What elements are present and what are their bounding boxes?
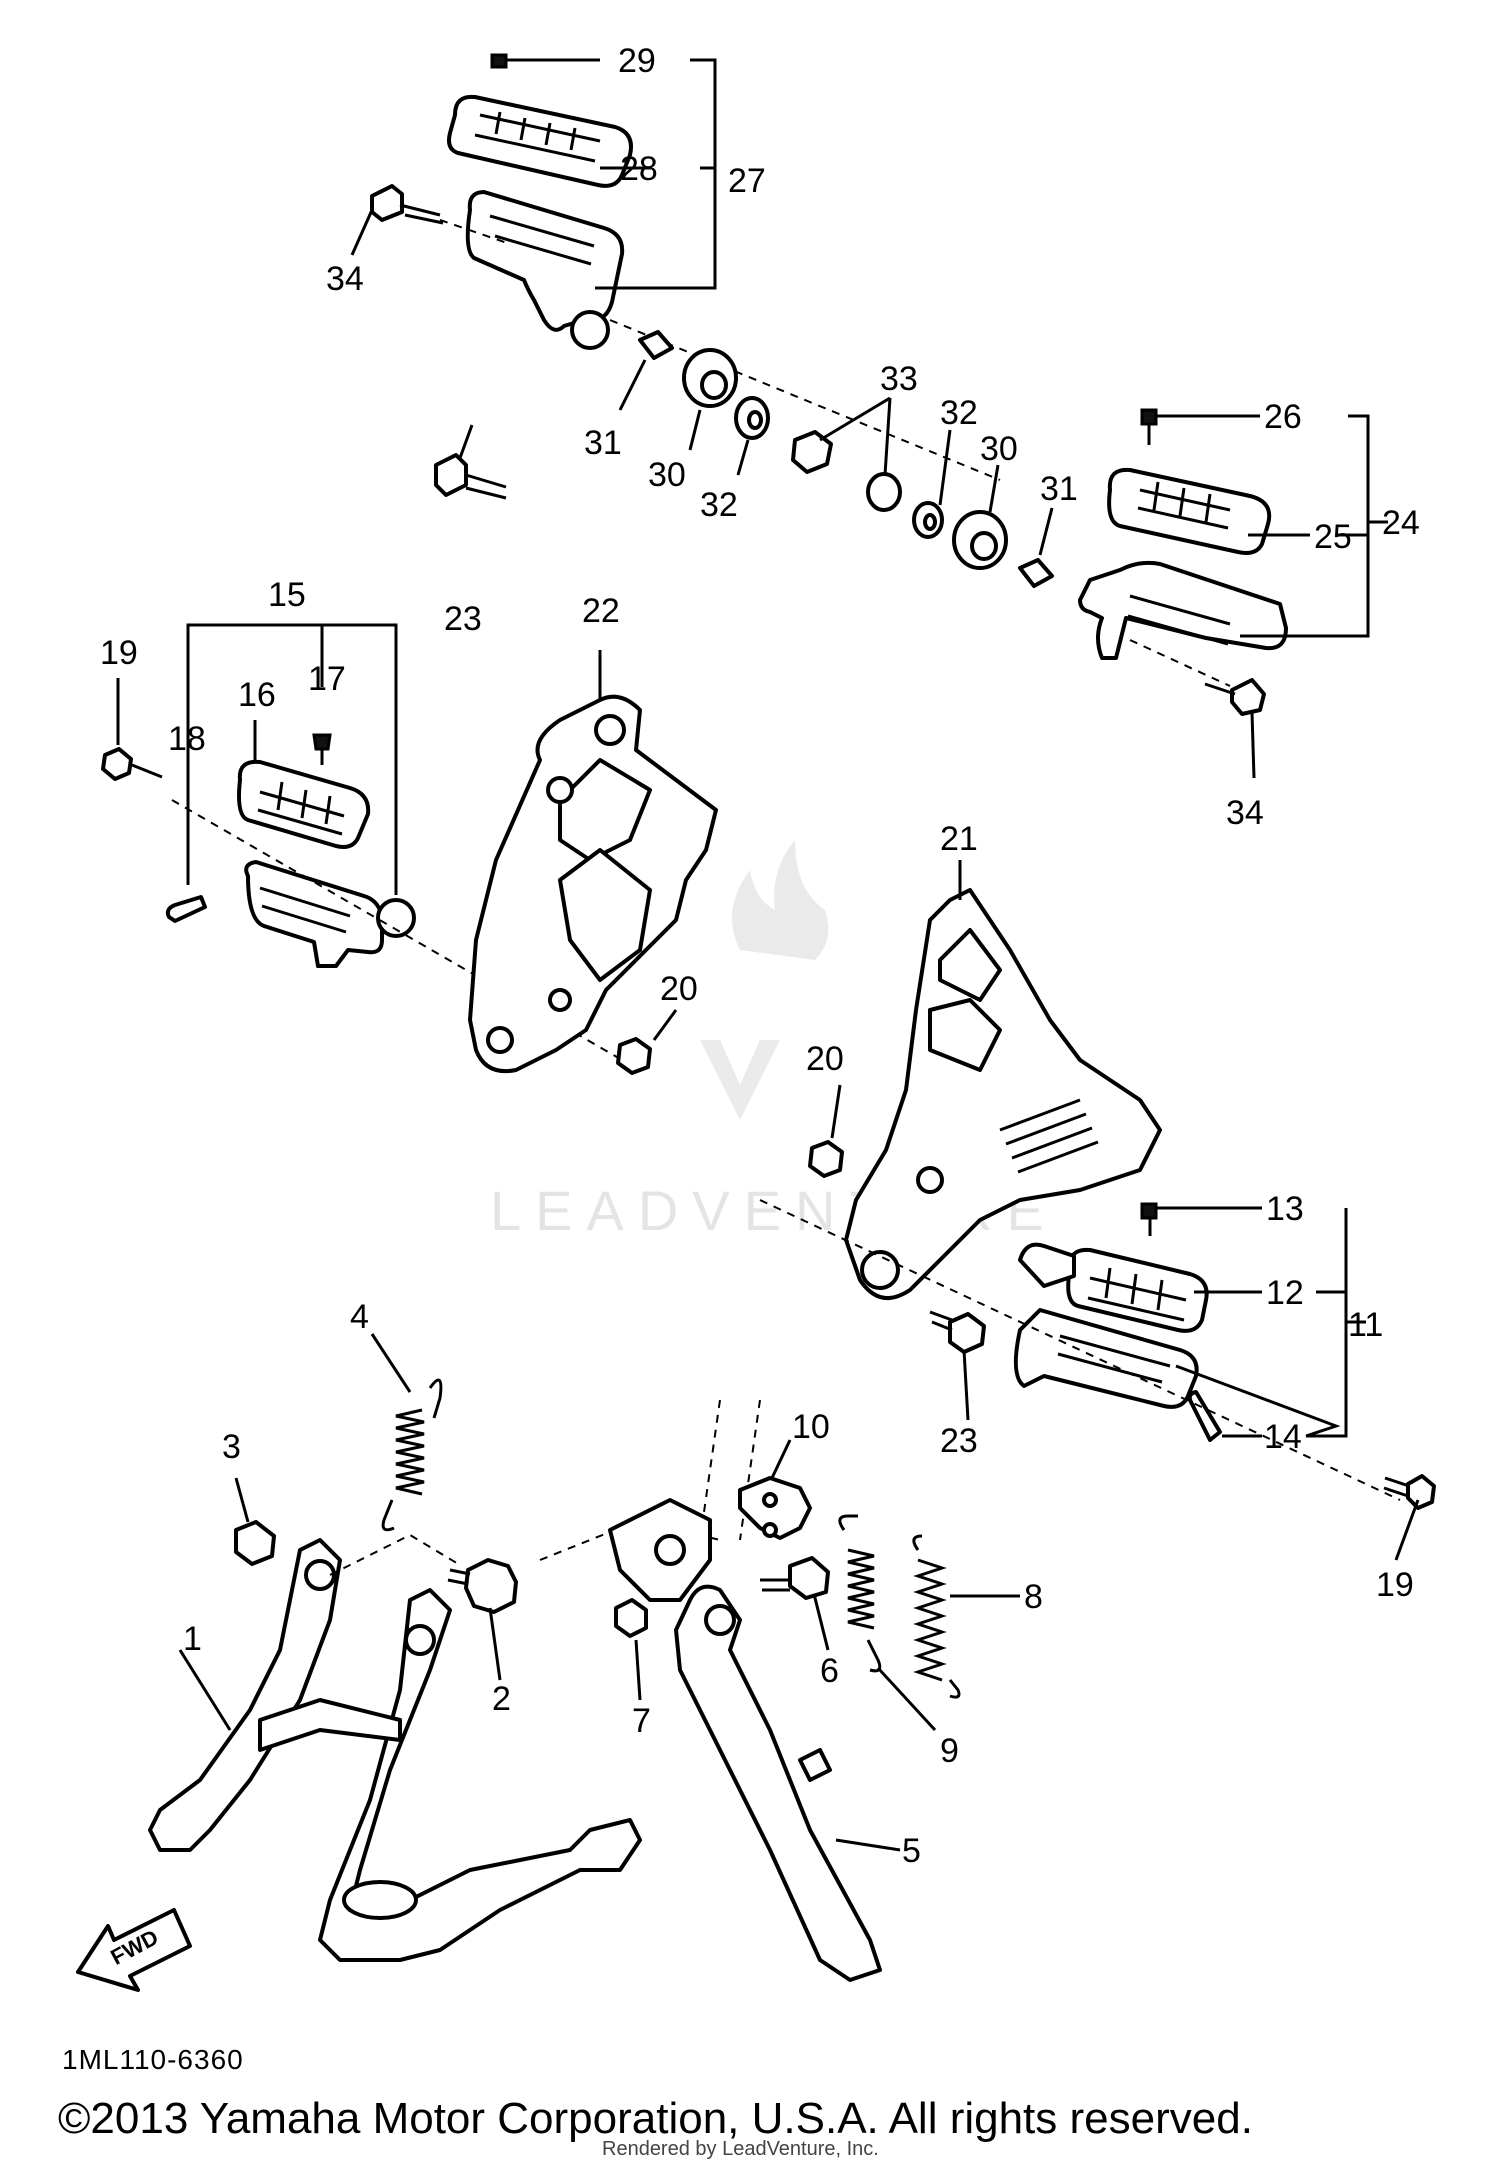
copyright-notice: ©2013 Yamaha Motor Corporation, U.S.A. A… bbox=[58, 2094, 1253, 2143]
callout-24: 24 bbox=[1382, 504, 1420, 542]
callout-34-right: 34 bbox=[1226, 794, 1264, 832]
side-stand-5 bbox=[539, 1399, 901, 1982]
callout-23-right: 23 bbox=[940, 1422, 978, 1460]
callout-21: 21 bbox=[940, 820, 978, 858]
callout-28: 28 bbox=[620, 150, 658, 188]
callout-15: 15 bbox=[268, 576, 306, 614]
callout-32-right: 32 bbox=[940, 394, 978, 432]
pivot-group-right bbox=[866, 397, 1054, 588]
nut-20-right bbox=[808, 1084, 844, 1178]
callout-16: 16 bbox=[238, 676, 276, 714]
callout-26: 26 bbox=[1264, 398, 1302, 436]
bracket-22 bbox=[434, 424, 718, 1073]
callout-2: 2 bbox=[492, 1680, 511, 1718]
bolt-19-right bbox=[1383, 1474, 1436, 1561]
bracket-21 bbox=[844, 860, 1162, 1300]
rendered-by: Rendered by LeadVenture, Inc. bbox=[602, 2138, 879, 2160]
nut-7 bbox=[614, 1598, 648, 1701]
plate-10 bbox=[738, 1439, 812, 1540]
callout-19-left: 19 bbox=[100, 634, 138, 672]
callout-19-right: 19 bbox=[1376, 1566, 1414, 1604]
callout-labels: 1 2 3 4 5 6 7 8 9 10 11 12 13 14 15 16 1… bbox=[100, 42, 1420, 1870]
center-stand-1 bbox=[148, 1538, 642, 1962]
footrest-assembly-11 bbox=[759, 1199, 1401, 1501]
callout-13: 13 bbox=[1266, 1190, 1304, 1228]
callout-32-left: 32 bbox=[700, 486, 738, 524]
callout-23-left: 23 bbox=[444, 600, 482, 638]
callout-9: 9 bbox=[940, 1732, 959, 1770]
callout-30-right: 30 bbox=[980, 430, 1018, 468]
callout-30-left: 30 bbox=[648, 456, 686, 494]
bolt-6 bbox=[760, 1556, 830, 1651]
spring-9 bbox=[838, 1514, 937, 1732]
callout-14: 14 bbox=[1264, 1418, 1302, 1456]
callout-6: 6 bbox=[820, 1652, 839, 1690]
bolt-23-right bbox=[929, 1310, 986, 1421]
callout-10: 10 bbox=[792, 1408, 830, 1446]
callout-31-left: 31 bbox=[584, 424, 622, 462]
callout-22: 22 bbox=[582, 592, 620, 630]
callout-20-right: 20 bbox=[806, 1040, 844, 1078]
callout-25: 25 bbox=[1314, 518, 1352, 556]
diagram-code: 1ML110-6360 bbox=[62, 2044, 244, 2075]
callout-18: 18 bbox=[168, 720, 206, 758]
callout-7: 7 bbox=[632, 1702, 651, 1740]
pin-2 bbox=[329, 1533, 518, 1681]
nut-3 bbox=[234, 1477, 276, 1566]
callout-4: 4 bbox=[350, 1298, 369, 1336]
callout-33: 33 bbox=[880, 360, 918, 398]
callout-34-top: 34 bbox=[326, 260, 364, 298]
callout-29: 29 bbox=[618, 42, 656, 80]
footrest-assembly-27 bbox=[350, 53, 717, 350]
callout-1: 1 bbox=[183, 1620, 202, 1658]
callout-31-right: 31 bbox=[1040, 470, 1078, 508]
callout-11: 11 bbox=[1348, 1306, 1383, 1344]
footrest-assembly-15 bbox=[101, 623, 623, 1061]
pivot-group-left bbox=[609, 319, 1001, 481]
fwd-arrow-icon: FWD bbox=[76, 1908, 192, 1992]
callout-12: 12 bbox=[1266, 1274, 1304, 1312]
nut-20-left bbox=[616, 1009, 678, 1075]
spring-4 bbox=[370, 1333, 443, 1532]
spring-8 bbox=[912, 1534, 1020, 1699]
callout-5: 5 bbox=[902, 1832, 921, 1870]
callout-8: 8 bbox=[1024, 1578, 1043, 1616]
callout-20-left: 20 bbox=[660, 970, 698, 1008]
callout-17: 17 bbox=[308, 660, 346, 698]
footrest-assembly-24 bbox=[1078, 408, 1388, 779]
callout-3: 3 bbox=[222, 1428, 241, 1466]
callout-27: 27 bbox=[728, 162, 766, 200]
